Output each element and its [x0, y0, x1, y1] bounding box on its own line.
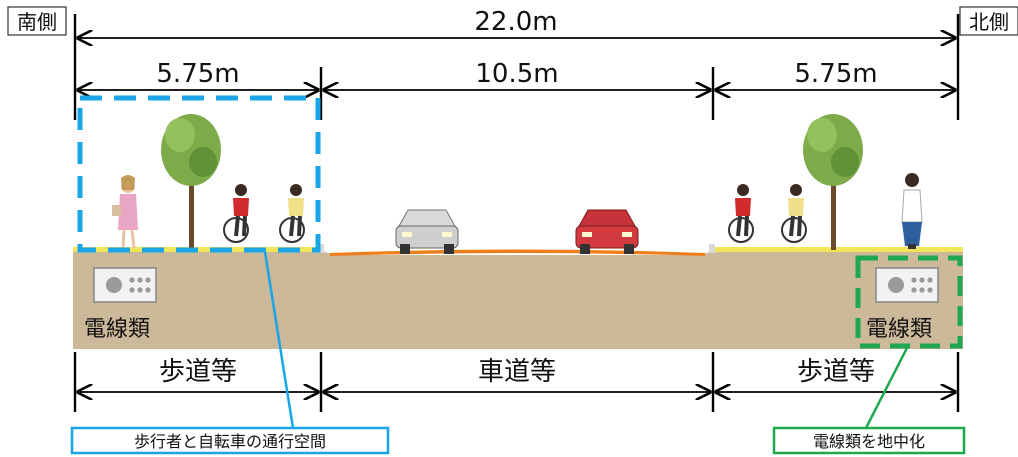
- cable-conduit-icon: [93, 267, 157, 303]
- cable-label-right: 電線類: [866, 317, 932, 342]
- pedestrian-icon: [901, 173, 923, 249]
- undergrounding-callout-leader: [864, 345, 910, 429]
- cyclist-icon: [781, 184, 807, 243]
- total-width-label: 22.0m: [474, 7, 557, 37]
- undergrounding-highlight: [855, 255, 963, 349]
- svg-text:歩行者と自転車の通行空間: 歩行者と自転車の通行空間: [134, 432, 326, 451]
- zone-left-sidewalk: 歩道等: [78, 357, 318, 392]
- svg-text:歩道等: 歩道等: [797, 357, 875, 387]
- tree-icon: [161, 114, 221, 250]
- svg-text:歩道等: 歩道等: [159, 357, 237, 387]
- ground-cross-section: [73, 251, 963, 349]
- cable-conduit-icon: [875, 267, 939, 303]
- cyclist-icon: [728, 184, 754, 243]
- road-surface: [330, 249, 705, 256]
- north-side-label: 北側: [959, 6, 1018, 36]
- right-sidewalk-surface: [713, 247, 963, 252]
- left-width-label: 5.75m: [156, 59, 239, 89]
- pedestrian-space-highlight: [77, 95, 321, 253]
- center-width-label: 10.5m: [475, 59, 558, 89]
- road-width-dimension: 10.5m: [324, 59, 710, 90]
- south-side-label: 南側: [7, 6, 67, 36]
- zone-right-sidewalk: 歩道等: [716, 357, 955, 392]
- cyclist-icon: [279, 184, 305, 243]
- cyclist-icon: [223, 184, 249, 243]
- pedestrian-icon: [112, 175, 138, 249]
- undergrounding-callout: 電線類を地中化: [772, 426, 966, 455]
- pedestrian-space-callout: 歩行者と自転車の通行空間: [70, 426, 390, 455]
- car-icon: [395, 209, 459, 254]
- svg-text:北側: 北側: [969, 10, 1009, 34]
- left-sidewalk-width-dimension: 5.75m: [78, 59, 318, 90]
- cable-label-left: 電線類: [84, 317, 150, 342]
- zone-roadway: 車道等: [324, 357, 710, 392]
- pedestrian-callout-leader: [263, 251, 295, 429]
- svg-text:車道等: 車道等: [478, 357, 556, 387]
- right-sidewalk-width-dimension: 5.75m: [716, 59, 955, 90]
- svg-text:電線類を地中化: 電線類を地中化: [813, 432, 925, 451]
- total-width-dimension: 22.0m: [78, 7, 955, 38]
- tree-icon: [803, 114, 863, 250]
- car-icon: [575, 209, 639, 254]
- right-width-label: 5.75m: [794, 59, 877, 89]
- svg-text:南側: 南側: [17, 10, 57, 34]
